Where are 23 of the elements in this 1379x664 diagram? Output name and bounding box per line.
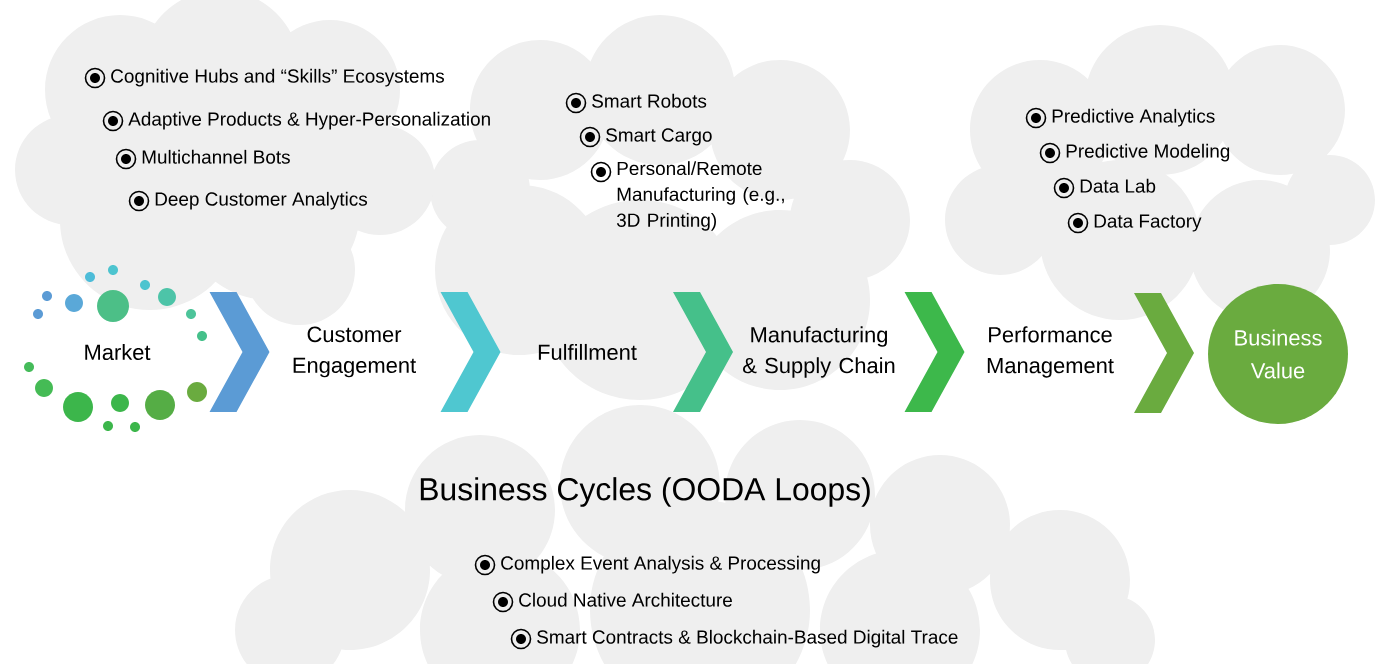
list-item: Deep Customer Analytics xyxy=(155,191,368,210)
list-item: Smart Cargo xyxy=(606,128,712,146)
list-item: Adaptive Products & Hyper-Personalization xyxy=(128,111,490,130)
list-item: Data Lab xyxy=(1080,178,1156,193)
list-item: Predictive Analytics xyxy=(1052,108,1215,127)
list-item: Smart Robots xyxy=(592,93,707,108)
chevron-arrow xyxy=(209,292,270,412)
stage-label: Performance Management xyxy=(987,326,1114,378)
chevron-arrow xyxy=(440,292,501,412)
list-item: Predictive Modeling xyxy=(1066,143,1230,162)
list-item: Smart Contracts & Blockchain-Based Digital Trace xyxy=(537,629,958,648)
cloud-heading: Business Cycles (OODA Loops) xyxy=(420,477,870,507)
list-item: Cognitive Hubs and “Skills” Ecosystems xyxy=(111,68,444,87)
chevron-arrow xyxy=(673,292,733,412)
stage-label: Market xyxy=(85,343,151,361)
list-item: Data Factory xyxy=(1094,214,1202,232)
stage-label: Customer Engagement xyxy=(293,326,416,378)
list-item: Personal/Remote Manufacturing (e.g., 3D Printing) xyxy=(616,161,784,231)
chevron-arrow xyxy=(1134,293,1194,413)
list-item: Complex Event Analysis & Processing xyxy=(501,555,820,574)
list-item: Multichannel Bots xyxy=(142,149,290,164)
list-item: Cloud Native Architecture xyxy=(519,592,732,607)
chevron-arrow xyxy=(904,292,965,412)
